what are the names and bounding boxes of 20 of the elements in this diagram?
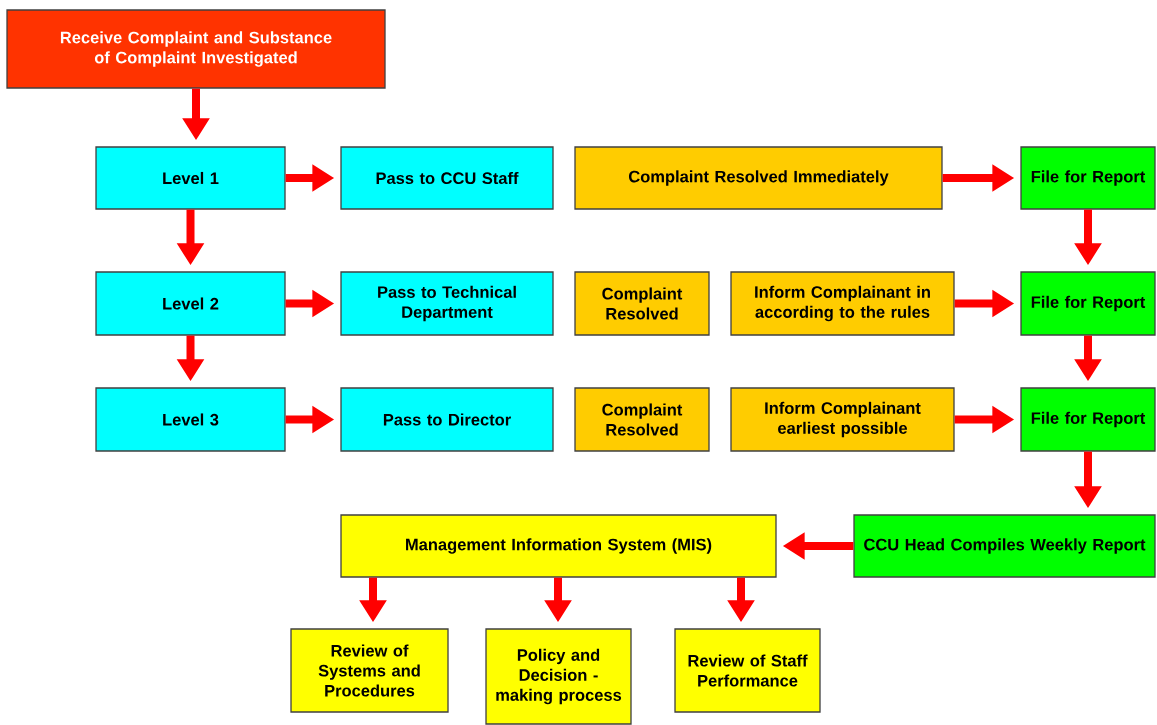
level-box: Level 3 xyxy=(95,387,286,452)
system-box: Management Information System (MIS) xyxy=(340,514,777,578)
file-box: File for Report xyxy=(1020,387,1156,452)
report-box: CCU Head Compiles Weekly Report xyxy=(853,514,1156,578)
outcome-box: Inform Complainant in according to the rules xyxy=(730,271,955,336)
process-box: Pass to Director xyxy=(340,387,554,452)
outcome-box: Inform Complainant earliest possible xyxy=(730,387,955,452)
process-box: Pass to CCU Staff xyxy=(340,146,554,210)
level-box: Level 2 xyxy=(95,271,286,336)
outcome-box: Complaint Resolved Immediately xyxy=(574,146,943,210)
output-box: Policy and Decision - making process xyxy=(485,628,632,725)
process-box: Pass to Technical Department xyxy=(340,271,554,336)
output-box: Review of Staff Performance xyxy=(674,628,821,713)
file-box: File for Report xyxy=(1020,271,1156,336)
start-box: Receive Complaint and Substance of Complaint Investigated xyxy=(6,9,386,89)
output-box: Review of Systems and Procedures xyxy=(290,628,449,713)
level-box: Level 1 xyxy=(95,146,286,210)
file-box: File for Report xyxy=(1020,146,1156,210)
outcome-box: Complaint Resolved xyxy=(574,271,710,336)
outcome-box: Complaint Resolved xyxy=(574,387,710,452)
